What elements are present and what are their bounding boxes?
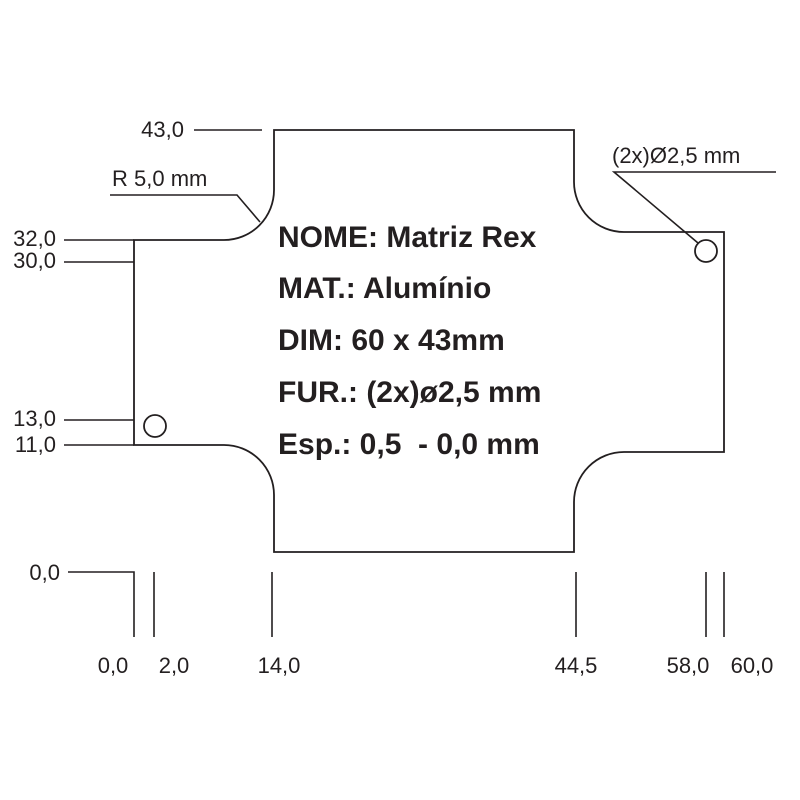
dim-label-x44-5: 44,5: [555, 653, 598, 678]
dim-label-30: 30,0: [13, 248, 56, 273]
hole-right: [694, 239, 718, 263]
part-outline: [133, 129, 725, 553]
hole-callout-label: (2x)Ø2,5 mm: [612, 143, 740, 168]
hole-leader: [611, 171, 776, 244]
dim-label-0-vertical: 0,0: [29, 560, 60, 585]
hole-left: [143, 414, 167, 438]
info-holes: FUR.: (2x)ø2,5 mm: [278, 376, 541, 409]
info-thickness: Esp.: 0,5 - 0,0 mm: [278, 428, 540, 461]
info-name: NOME: Matriz Rex: [278, 221, 537, 254]
dim-label-x60: 60,0: [731, 653, 774, 678]
radius-label: R 5,0 mm: [112, 166, 207, 191]
info-material: MAT.: Alumínio: [278, 272, 491, 305]
dim-label-13: 13,0: [13, 406, 56, 431]
radius-leader: [110, 194, 261, 223]
leader-0: [68, 571, 135, 637]
dim-label-x2: 2,0: [159, 653, 190, 678]
dim-label-32: 32,0: [13, 226, 56, 251]
info-dimensions: DIM: 60 x 43mm: [278, 324, 505, 357]
dim-label-x58: 58,0: [667, 653, 710, 678]
dim-label-x14: 14,0: [258, 653, 301, 678]
dim-label-11: 11,0: [15, 432, 56, 457]
dim-label-x0: 0,0: [98, 653, 129, 678]
dim-label-43: 43,0: [141, 117, 184, 142]
